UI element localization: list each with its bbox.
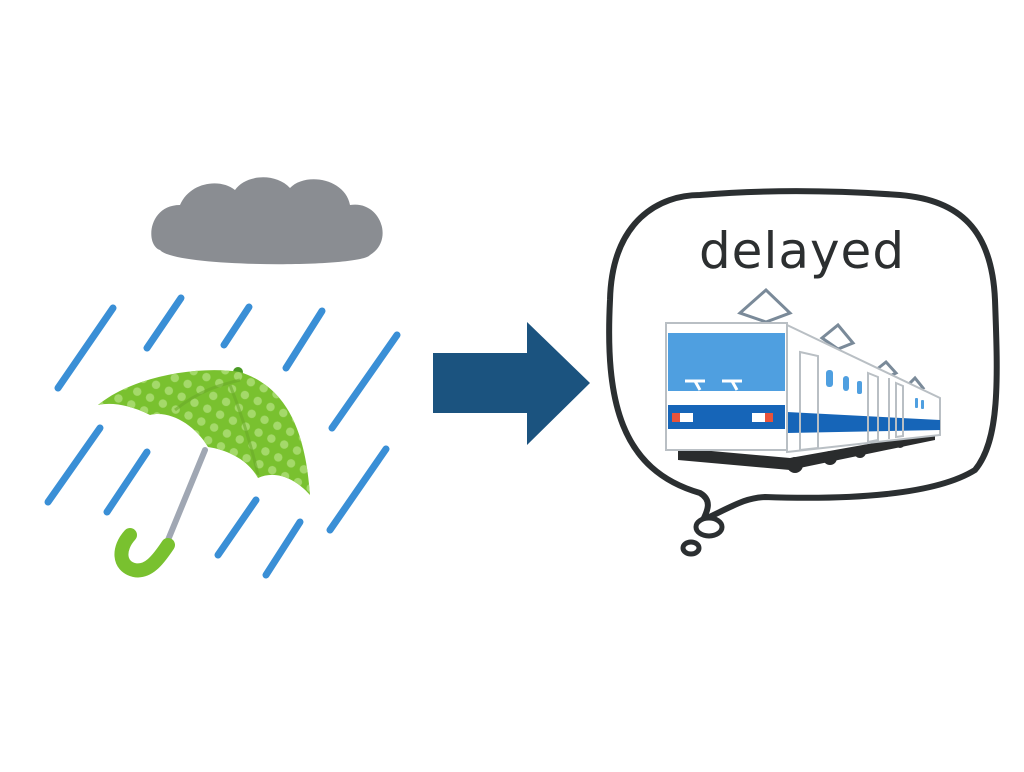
rain-icon	[44, 294, 401, 579]
rain-drop	[326, 445, 390, 534]
thought-bubble-dot	[693, 515, 725, 539]
thought-bubble-dot	[680, 539, 702, 557]
rain-drop	[103, 448, 151, 516]
umbrella-handle	[114, 528, 175, 578]
train-icon	[665, 287, 941, 473]
rain-drop	[282, 307, 326, 372]
rain-drop	[54, 304, 117, 392]
rain-drop	[214, 496, 260, 559]
arrow-right-icon	[433, 322, 590, 445]
rain-drop	[220, 303, 253, 349]
umbrella-icon	[98, 367, 310, 578]
cloud-icon	[151, 177, 383, 265]
rain-drop	[262, 518, 304, 579]
rain-drop	[44, 424, 104, 506]
rain-drop	[328, 331, 401, 432]
umbrella-pole	[165, 447, 208, 543]
delayed-caption: delayed	[698, 222, 906, 280]
rain-drop	[143, 294, 185, 352]
